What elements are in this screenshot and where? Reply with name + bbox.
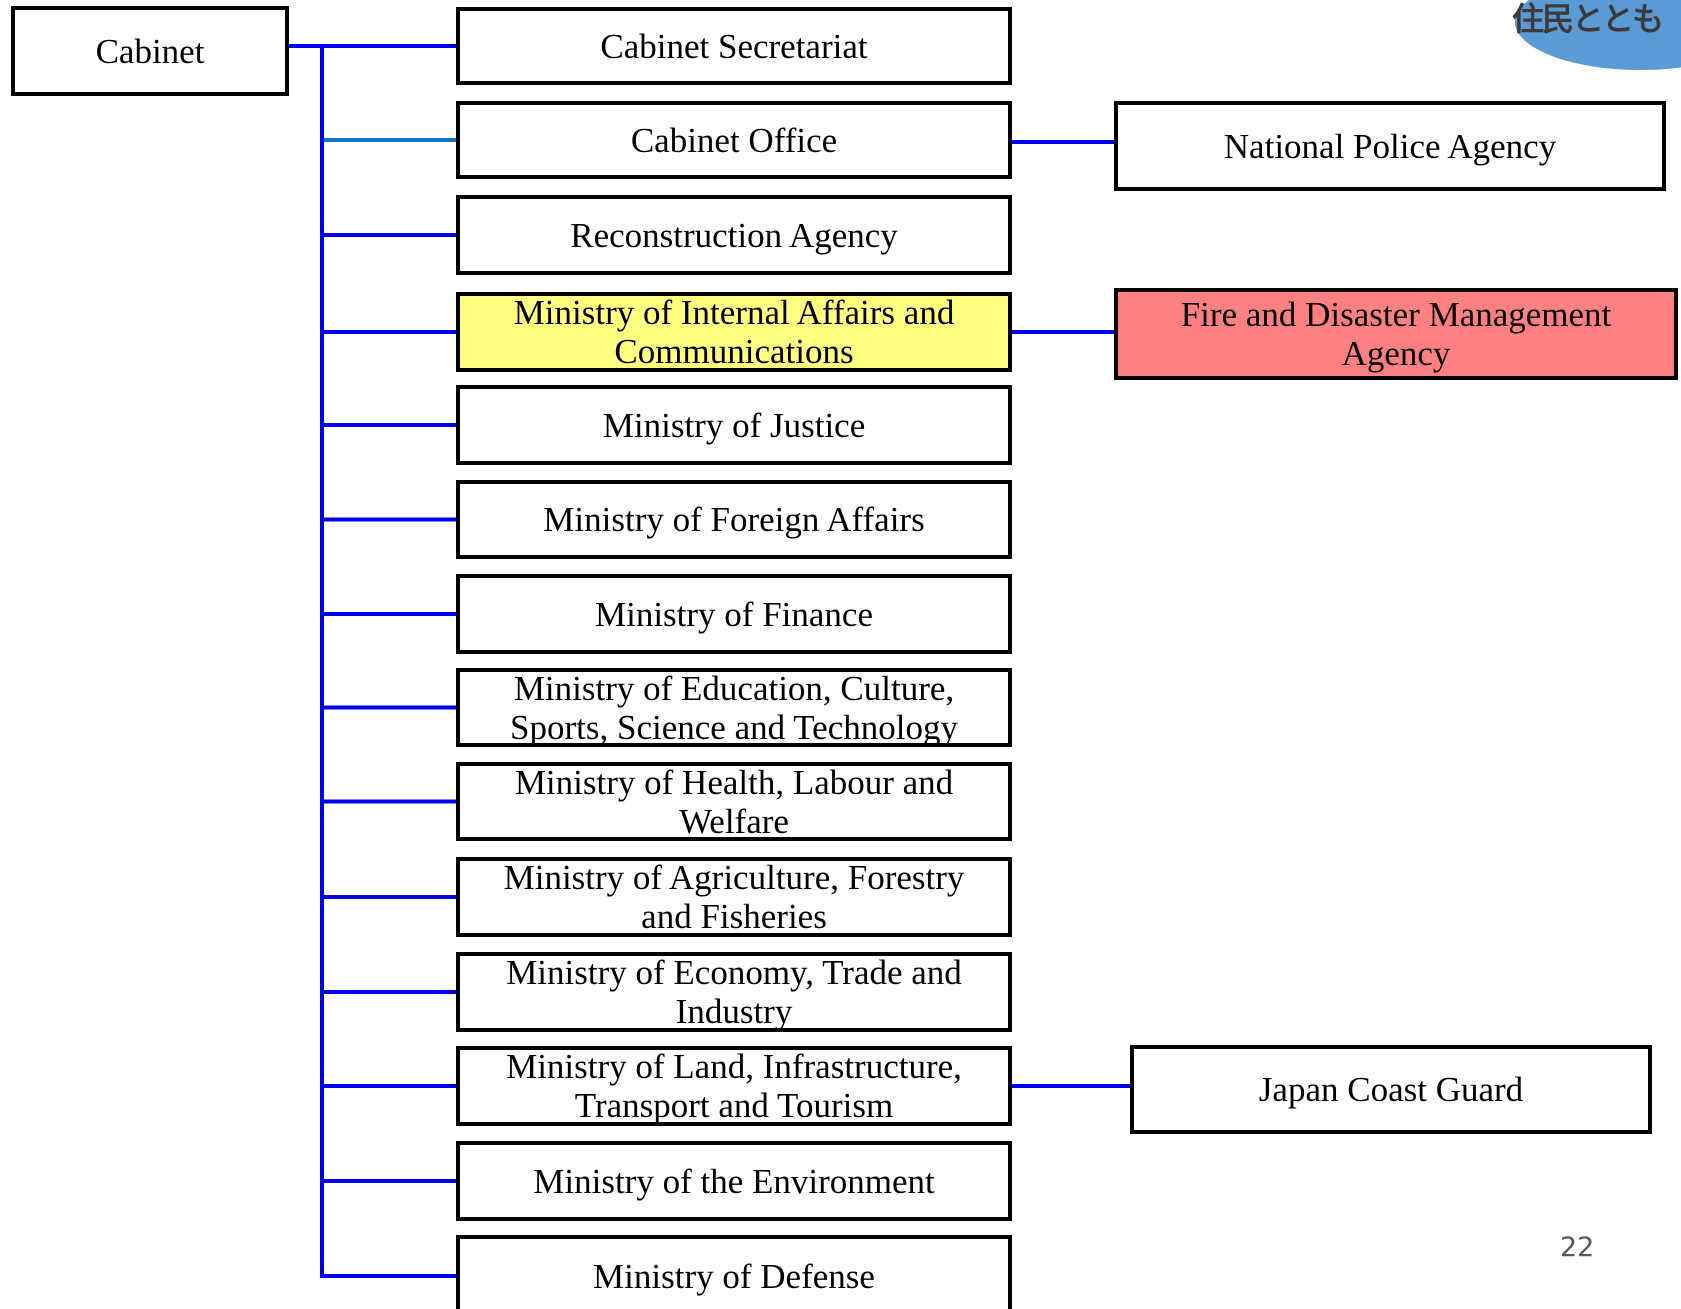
education-label: Ministry of Education, Culture, Sports, … — [510, 668, 958, 747]
japan-coast-guard-box: Japan Coast Guard — [1130, 1045, 1652, 1134]
finance-label: Ministry of Finance — [594, 594, 874, 634]
finance-box: Ministry of Finance — [456, 574, 1012, 654]
economy-label: Ministry of Economy, Trade and Industry — [506, 953, 962, 1031]
health-label: Ministry of Health, Labour and Welfare — [514, 762, 954, 841]
cabinet-office-box: Cabinet Office — [456, 101, 1012, 179]
national-police-agency-box: National Police Agency — [1114, 101, 1666, 191]
education-box: Ministry of Education, Culture, Sports, … — [456, 668, 1012, 747]
agriculture-label: Ministry of Agriculture, Forestry and Fi… — [503, 858, 965, 936]
land-label: Ministry of Land, Infrastructure, Transp… — [506, 1047, 962, 1125]
health-box: Ministry of Health, Labour and Welfare — [456, 762, 1012, 841]
defense-label: Ministry of Defense — [593, 1256, 875, 1296]
justice-box: Ministry of Justice — [456, 385, 1012, 465]
reconstruction-agency-label: Reconstruction Agency — [570, 215, 898, 255]
cabinet-label: Cabinet — [95, 31, 205, 71]
page-number: 22 — [1560, 1232, 1595, 1263]
cabinet-box: Cabinet — [11, 6, 289, 96]
environment-label: Ministry of the Environment — [533, 1161, 935, 1201]
justice-label: Ministry of Justice — [602, 405, 866, 445]
agriculture-box: Ministry of Agriculture, Forestry and Fi… — [456, 857, 1012, 937]
national-police-agency-label: National Police Agency — [1223, 126, 1557, 166]
fire-disaster-agency-label: Fire and Disaster Management Agency — [1180, 295, 1612, 373]
fire-disaster-agency-box: Fire and Disaster Management Agency — [1114, 288, 1678, 380]
logo-ellipse — [1515, 0, 1681, 70]
defense-box: Ministry of Defense — [456, 1235, 1012, 1309]
cabinet-office-label: Cabinet Office — [630, 120, 838, 160]
environment-box: Ministry of the Environment — [456, 1141, 1012, 1221]
internal-affairs-label: Ministry of Internal Affairs and Communi… — [513, 293, 955, 371]
japan-coast-guard-label: Japan Coast Guard — [1258, 1070, 1524, 1109]
economy-box: Ministry of Economy, Trade and Industry — [456, 952, 1012, 1032]
logo-text: 住民ととも — [1512, 0, 1664, 38]
reconstruction-agency-box: Reconstruction Agency — [456, 195, 1012, 275]
cabinet-secretariat-box: Cabinet Secretariat — [456, 7, 1012, 85]
land-box: Ministry of Land, Infrastructure, Transp… — [456, 1046, 1012, 1126]
internal-affairs-box: Ministry of Internal Affairs and Communi… — [456, 292, 1012, 372]
foreign-affairs-label: Ministry of Foreign Affairs — [543, 500, 925, 539]
cabinet-secretariat-label: Cabinet Secretariat — [600, 26, 868, 66]
foreign-affairs-box: Ministry of Foreign Affairs — [456, 480, 1012, 559]
